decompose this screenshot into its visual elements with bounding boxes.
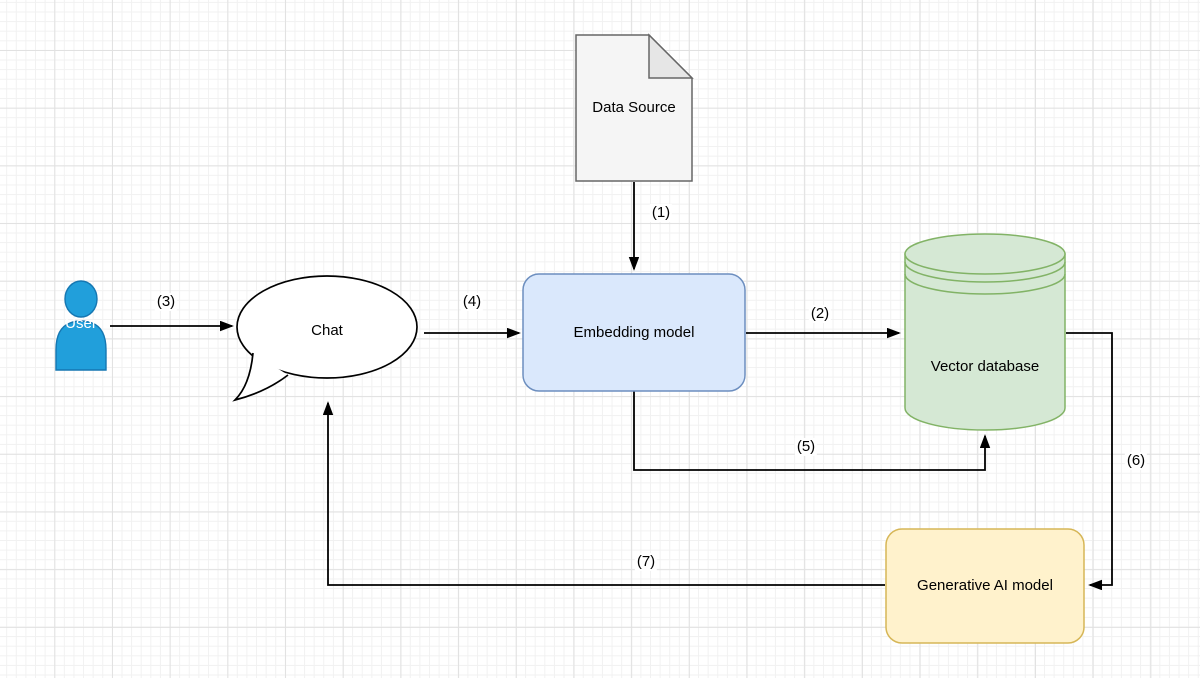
user-body-icon	[55, 320, 107, 371]
edge-label-3: (3)	[154, 293, 178, 311]
edge-label-5: (5)	[794, 438, 818, 456]
node-embedding-model[interactable]	[522, 273, 746, 392]
label-user: User	[65, 315, 97, 332]
label-vector-database: Vector database	[930, 358, 1040, 375]
cylinder-ring-2	[904, 273, 1066, 295]
node-chat[interactable]	[232, 275, 418, 402]
edge-label-2: (2)	[808, 305, 832, 323]
node-generative-ai-model[interactable]	[885, 528, 1085, 644]
node-user[interactable]	[55, 280, 107, 371]
node-vector-database[interactable]	[904, 233, 1066, 431]
document-fold-corner-icon	[648, 33, 694, 79]
node-data-source[interactable]	[575, 33, 694, 182]
label-embedding-model: Embedding model	[573, 324, 695, 341]
edge-label-7: (7)	[634, 553, 658, 571]
cylinder-ring-1	[904, 261, 1066, 283]
edge-label-6: (6)	[1124, 452, 1148, 470]
cylinder-top	[904, 233, 1066, 275]
speech-bubble-body[interactable]	[236, 275, 418, 379]
label-generative-ai-model: Generative AI model	[917, 577, 1053, 594]
edge-label-4: (4)	[460, 293, 484, 311]
edge-7-generative-to-chat[interactable]	[328, 403, 885, 586]
edge-label-1: (1)	[649, 204, 673, 222]
label-data-source: Data Source	[592, 99, 676, 116]
edge-5-embedding-to-vectordb-bottom[interactable]	[633, 391, 985, 471]
label-chat: Chat	[311, 322, 343, 339]
cylinder-body[interactable]	[904, 253, 1066, 431]
edge-6-vectordb-to-generative[interactable]	[1066, 332, 1113, 585]
speech-bubble-tail	[232, 352, 289, 402]
user-head-icon	[64, 280, 98, 318]
